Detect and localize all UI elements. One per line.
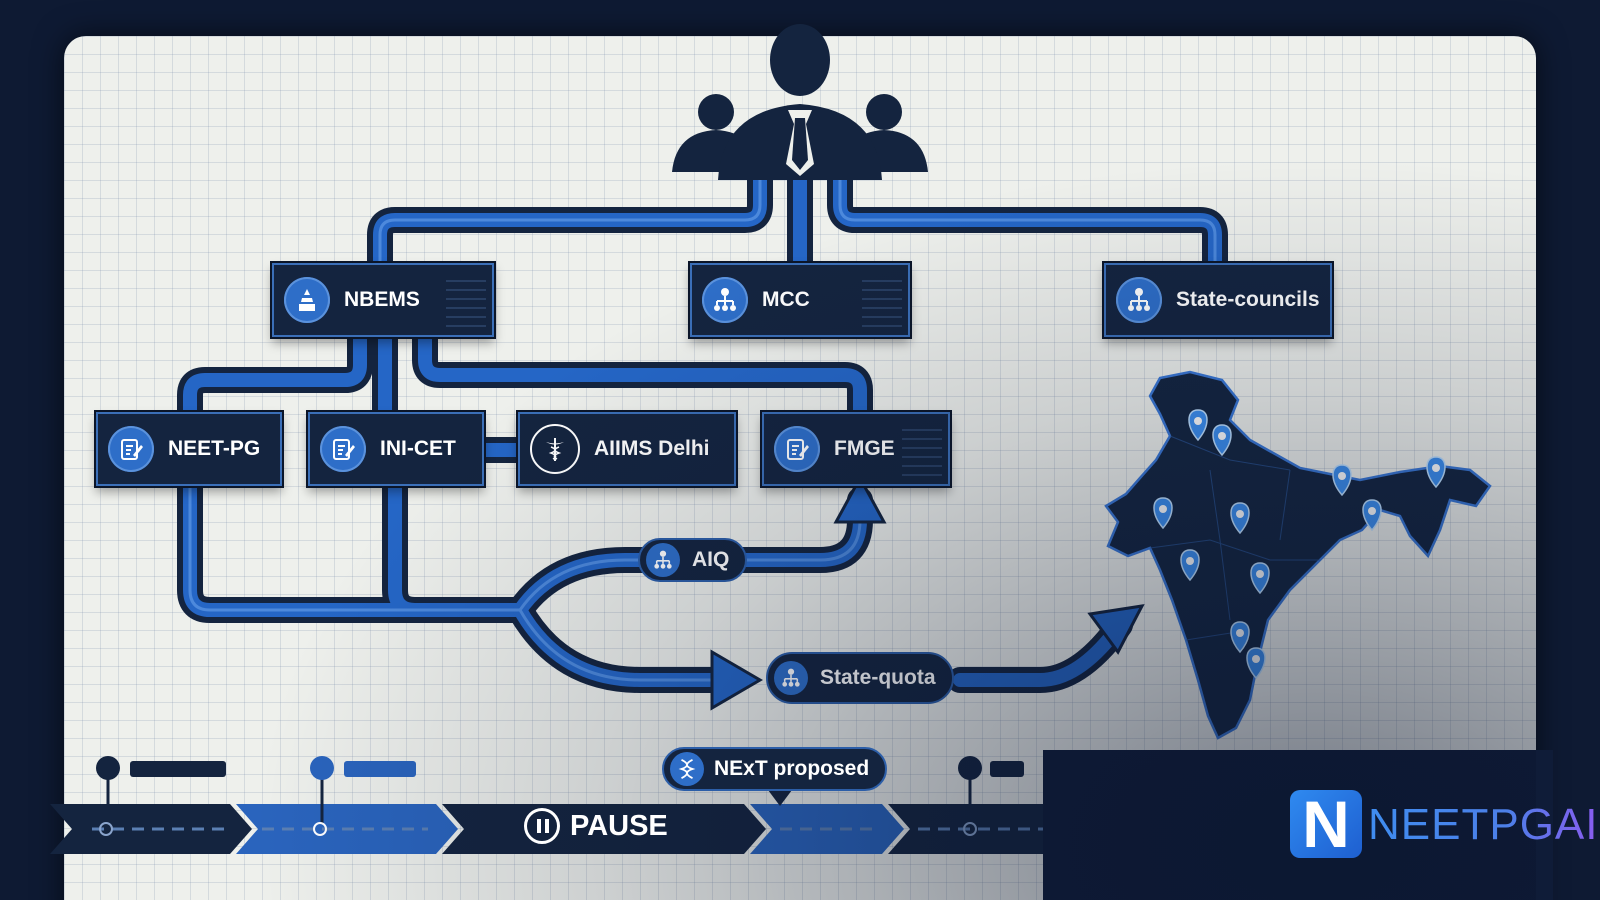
map-pin-dot (1368, 507, 1376, 515)
brand-logo-mark: N (1290, 790, 1362, 858)
next-proposed-label: NExT proposed (714, 757, 870, 780)
pause-label[interactable]: PAUSE (570, 810, 668, 842)
map-pin-dot (1186, 557, 1194, 565)
map-pin-dot (1256, 570, 1264, 578)
clipboard-pen-icon (320, 426, 366, 472)
node-neet-pg[interactable]: NEET-PG (96, 412, 282, 486)
arrow-to-state-quota (710, 649, 763, 711)
circuit-pattern (862, 273, 902, 327)
node-ini-cet[interactable]: INI-CET (308, 412, 484, 486)
dna-icon (670, 752, 704, 786)
node-label: State-councils (1176, 288, 1320, 311)
node-nbems[interactable]: NBEMS (272, 263, 494, 337)
map-pin-dot (1338, 472, 1346, 480)
node-label: FMGE (834, 437, 895, 460)
node-label: AIIMS Delhi (594, 437, 710, 460)
brand-logo-text: NEETPGAI (1368, 800, 1599, 849)
route-aiq[interactable]: AIQ (638, 538, 748, 582)
clipboard-pen-icon (774, 426, 820, 472)
org-chart-icon (702, 277, 748, 323)
caduceus-icon (530, 424, 580, 474)
map-pin-dot (1236, 510, 1244, 518)
circuit-pattern (902, 422, 942, 476)
map-pin-dot (1236, 629, 1244, 637)
circuit-pattern (446, 273, 486, 327)
map-pin-dot (1194, 417, 1202, 425)
map-pin-dot (1432, 464, 1440, 472)
people-group-icon (672, 24, 928, 180)
org-chart-icon (646, 543, 680, 577)
node-state-councils[interactable]: State-councils (1104, 263, 1332, 337)
node-label: NBEMS (344, 288, 420, 311)
india-map-icon (1104, 370, 1492, 740)
node-label: INI-CET (380, 437, 456, 460)
next-proposed-badge: NExT proposed (662, 747, 888, 791)
node-fmge[interactable]: FMGE (762, 412, 950, 486)
route-label: AIQ (692, 548, 730, 571)
node-mcc[interactable]: MCC (690, 263, 910, 337)
node-label: NEET-PG (168, 437, 261, 460)
node-aiims-delhi[interactable]: AIIMS Delhi (518, 412, 736, 486)
route-label: State-quota (820, 666, 936, 689)
org-chart-icon (1116, 277, 1162, 323)
map-pin-dot (1252, 655, 1260, 663)
map-pin-dot (1159, 505, 1167, 513)
map-pin-dot (1218, 432, 1226, 440)
route-state-quota[interactable]: State-quota (766, 652, 954, 704)
clipboard-pen-icon (108, 426, 154, 472)
node-label: MCC (762, 288, 810, 311)
podium-award-icon (284, 277, 330, 323)
org-chart-icon (774, 661, 808, 695)
pause-icon[interactable] (524, 808, 560, 844)
